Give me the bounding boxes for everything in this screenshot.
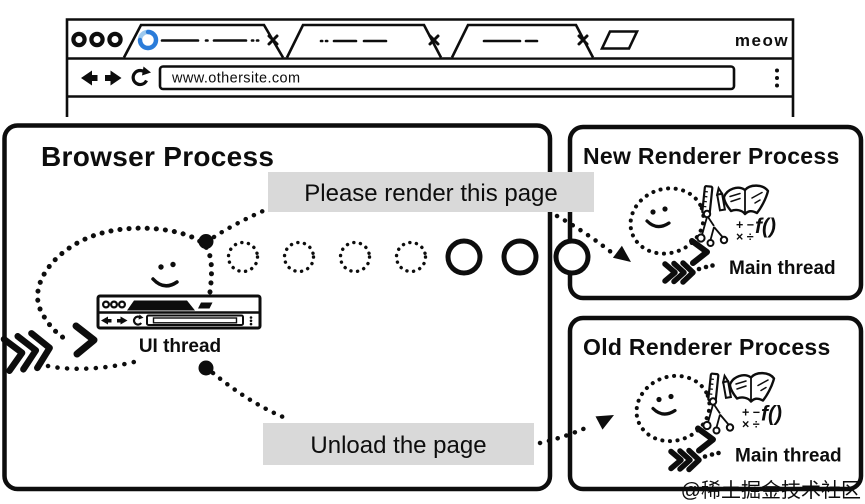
trail-dots <box>702 450 721 459</box>
new-renderer-process-box <box>567 124 864 301</box>
unload-arrow-dots-right <box>537 424 591 446</box>
math-icon: + − <box>736 218 754 232</box>
loop-arrowhead-icon <box>689 238 710 266</box>
render-arrow-dots-right <box>554 213 614 255</box>
window-control-icon[interactable] <box>107 31 123 48</box>
smiley-face-icon <box>651 393 677 416</box>
renderer-work-icons: + − × ÷ f() <box>696 184 776 247</box>
dom-tree-icon <box>696 209 729 247</box>
window-control-icon[interactable] <box>89 31 105 48</box>
watermark: @稀土掘金技术社区 <box>681 479 861 502</box>
render-arrowhead-icon <box>612 245 631 262</box>
solid-tab-circle <box>445 238 483 276</box>
dotted-tab-circle <box>226 240 260 274</box>
dom-tree-icon <box>702 397 735 435</box>
tab-2-close-icon[interactable] <box>428 34 440 46</box>
pencil-icon <box>721 373 733 400</box>
browser-process-box <box>2 123 553 492</box>
tab-circles <box>226 238 591 276</box>
speed-trail-dots <box>45 359 137 372</box>
book-icon <box>728 371 776 403</box>
unload-message: Unload the page <box>198 360 614 465</box>
solid-tab-circle <box>553 238 591 276</box>
solid-tab-circle <box>501 238 539 276</box>
ui-thread-label: UI thread <box>139 336 221 357</box>
browser-character: UI thread <box>0 225 262 375</box>
dotted-tab-circle <box>338 240 372 274</box>
new-renderer-character: + − × ÷ f() Main thread <box>628 184 836 285</box>
math-icon: × ÷ <box>742 418 760 432</box>
smiley-face-icon <box>151 261 179 288</box>
loop-arrowhead-icon <box>695 425 716 454</box>
unload-arrowhead-icon <box>595 415 614 430</box>
forward-icon[interactable] <box>105 70 122 86</box>
trail-dots <box>696 263 715 272</box>
render-message-label: Please render this page <box>304 180 558 207</box>
render-message-bg <box>268 172 594 212</box>
old-renderer-character: + − × ÷ f() Main thread <box>634 371 842 473</box>
browser-window: meow www.othersite.com <box>65 18 795 117</box>
render-arrow-dots-left <box>211 208 266 240</box>
unload-message-label: Unload the page <box>310 432 486 459</box>
function-icon: f() <box>761 403 782 426</box>
browser-process-title: Browser Process <box>41 141 274 172</box>
main-thread-label: Main thread <box>729 258 836 279</box>
function-icon: f() <box>755 215 776 238</box>
old-renderer-title: Old Renderer Process <box>583 334 831 360</box>
unload-message-bg <box>263 423 534 465</box>
speed-chevrons-icon <box>0 330 53 375</box>
loading-spinner-icon <box>137 29 159 51</box>
new-tab-button[interactable] <box>599 30 640 50</box>
book-icon <box>722 184 770 216</box>
tab-3-shape[interactable] <box>450 23 595 59</box>
tab-3-close-icon[interactable] <box>577 34 589 46</box>
window-control-icon[interactable] <box>71 31 87 48</box>
window-controls[interactable] <box>71 31 123 48</box>
math-icon: × ÷ <box>736 230 754 244</box>
message-origin-dot <box>198 360 214 376</box>
reload-icon[interactable] <box>131 66 151 87</box>
smiley-face-icon <box>645 206 671 229</box>
new-renderer-title: New Renderer Process <box>583 143 840 169</box>
menu-kebab-icon[interactable] <box>775 68 779 88</box>
back-icon[interactable] <box>81 70 98 86</box>
render-message: Please render this page <box>198 172 631 262</box>
brand-text: meow <box>735 31 789 50</box>
ruler-icon <box>707 372 720 403</box>
dotted-tab-circle <box>282 240 316 274</box>
url-text[interactable]: www.othersite.com <box>171 71 300 87</box>
dotted-tab-circle <box>394 240 428 274</box>
unload-arrow-dots-left <box>210 370 291 422</box>
math-icon: + − <box>742 406 760 420</box>
main-thread-label: Main thread <box>735 446 842 467</box>
tab-2[interactable] <box>285 23 443 59</box>
tab-1[interactable] <box>122 23 285 59</box>
speed-chevrons-icon <box>662 260 696 285</box>
loop-arrowhead-icon <box>72 322 98 358</box>
message-origin-dot <box>198 234 214 249</box>
ruler-icon <box>701 185 714 215</box>
tab-3[interactable] <box>450 23 595 59</box>
speed-chevrons-icon <box>668 447 702 473</box>
url-input[interactable] <box>158 65 736 91</box>
mini-browser-icon <box>96 294 262 330</box>
pencil-icon <box>715 185 727 212</box>
tab-1-close-icon[interactable] <box>267 34 279 46</box>
browser-window-frame <box>65 18 795 117</box>
renderer-work-icons: + − × ÷ f() <box>702 371 782 435</box>
